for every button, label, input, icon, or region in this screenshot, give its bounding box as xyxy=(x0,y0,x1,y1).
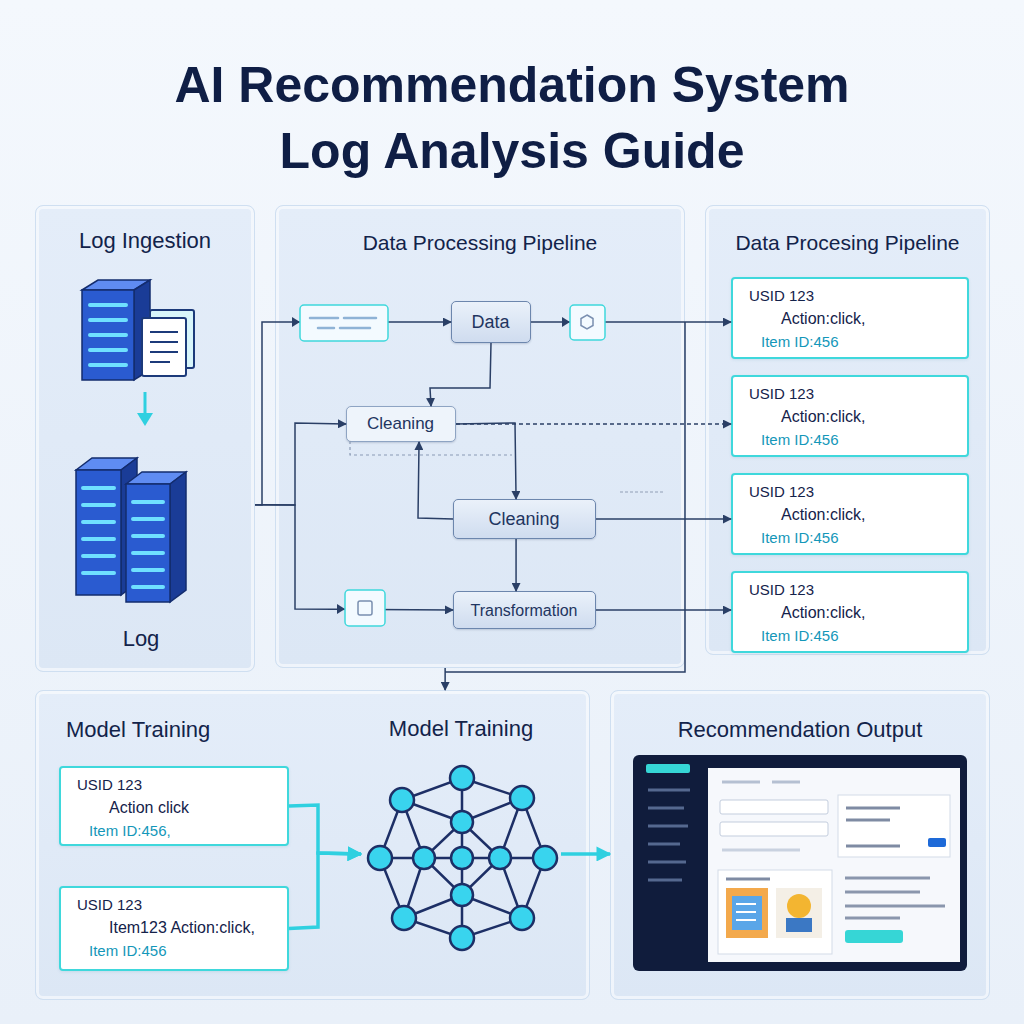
node-heading: Cleaning xyxy=(347,414,454,434)
log-record-card: USID 123Action clickItem ID:456, xyxy=(59,766,289,846)
node-heading: USID 123 xyxy=(77,776,277,794)
node-text: Action:click, xyxy=(781,309,956,328)
diagram-title: AI Recommendation System Log Analysis Gu… xyxy=(142,52,882,184)
section-panel: Data Processing PipelineDataCleaningClea… xyxy=(275,205,685,668)
node-text: Action click xyxy=(109,798,284,817)
node-heading: USID 123 xyxy=(749,287,949,305)
node-heading: Data Procesing Pipeline xyxy=(706,230,989,255)
node-text: Item123 Action:click, xyxy=(109,918,284,937)
node-text: Item ID:456 xyxy=(89,942,284,960)
node-heading: Transformation xyxy=(454,601,594,620)
node-text: Log xyxy=(36,626,246,652)
node-text: Item ID:456 xyxy=(761,431,956,449)
flow-connector xyxy=(444,668,446,690)
log-record-card: USID 123Item123 Action:click, Item ID:456 xyxy=(59,886,289,971)
node-heading: USID 123 xyxy=(77,896,277,914)
node-heading: Cleaning xyxy=(454,509,594,531)
log-record-card: USID 123Action:click, Item ID:456 xyxy=(731,571,969,653)
section-panel: Log IngestionLog xyxy=(35,205,255,672)
section-panel: Model TrainingUSID 123Action clickItem I… xyxy=(35,690,590,1000)
section-panel: Recommendation Output xyxy=(610,690,990,1000)
log-record-card: USID 123Action:click, Item ID:456 xyxy=(731,277,969,359)
node-heading: Data Processing Pipeline xyxy=(276,230,684,255)
log-record-card: USID 123Action:click, Item ID:456 xyxy=(731,375,969,457)
node-heading: USID 123 xyxy=(749,483,949,501)
node-heading: Recommendation Output xyxy=(611,717,989,743)
node-text: Item ID:456 xyxy=(761,529,956,547)
node-text: Action:click, xyxy=(781,505,956,524)
process-box: Transformation xyxy=(453,591,596,629)
node-text: Action:click, xyxy=(781,603,956,622)
node-heading: Model Training xyxy=(66,717,306,743)
node-heading: Log Ingestion xyxy=(36,228,254,254)
model-training-node: Model Training xyxy=(361,716,561,951)
node-heading: USID 123 xyxy=(749,581,949,599)
node-text: Item ID:456, xyxy=(89,822,284,840)
node-heading: Model Training xyxy=(341,716,581,742)
process-box: Cleaning xyxy=(346,406,456,442)
process-box: Cleaning xyxy=(453,499,596,539)
node-text: Item ID:456 xyxy=(761,627,956,645)
process-box: Data xyxy=(451,301,531,343)
node-text: Action:click, xyxy=(781,407,956,426)
log-record-card: USID 123Action:click, Item ID:456 xyxy=(731,473,969,555)
node-heading: USID 123 xyxy=(749,385,949,403)
node-heading: Data xyxy=(452,312,529,334)
node-text: Item ID:456 xyxy=(761,333,956,351)
section-panel: Data Procesing PipelineUSID 123Action:cl… xyxy=(705,205,990,655)
